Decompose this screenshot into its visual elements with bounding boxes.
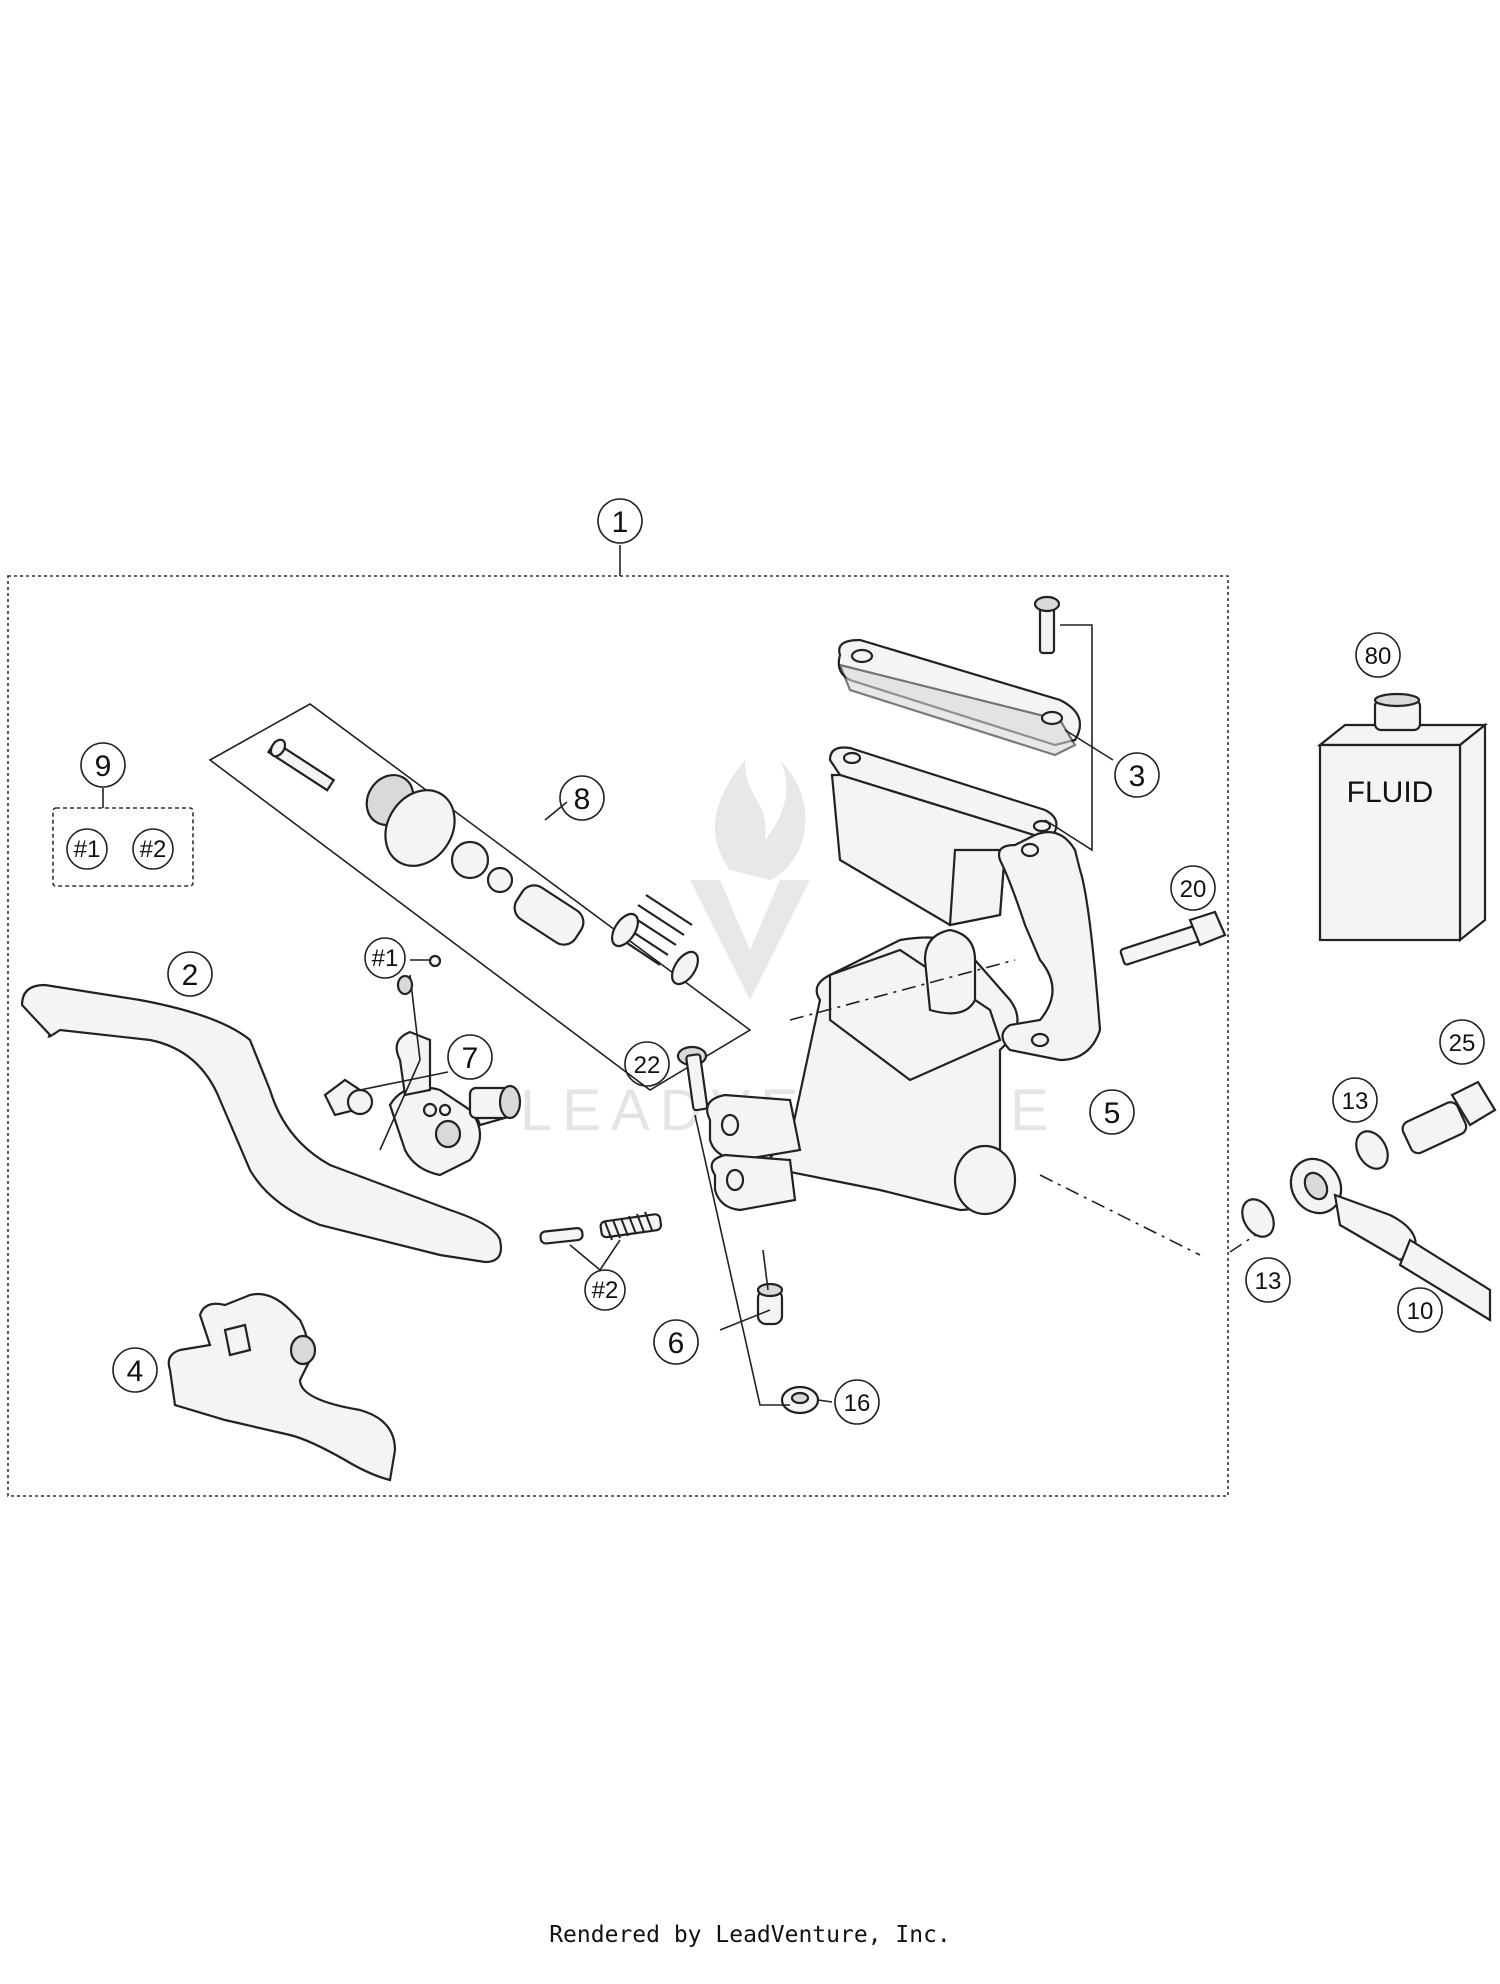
svg-text:4: 4 [127,1355,144,1388]
bushing-6 [756,1282,784,1326]
callout-13-upper: 13 [1332,1077,1378,1123]
callout-1: 1 [597,498,643,544]
callout-5: 5 [1089,1089,1135,1135]
fluid-bottle: FLUID [1316,692,1489,943]
svg-text:#1: #1 [74,836,101,863]
brake-lever [20,983,503,1264]
svg-text:2: 2 [182,959,199,992]
reservoir-cover [828,595,1082,927]
callout-8: 8 [559,775,605,821]
callout-kit-2: #2 [132,828,174,870]
callout-2: 2 [167,951,213,997]
callout-3: 3 [1114,752,1160,798]
screw-22 [676,1045,709,1112]
callout-16: 16 [834,1379,880,1425]
assembly-frame [7,575,1229,1497]
svg-text:13: 13 [1342,1088,1369,1115]
callout-20: 20 [1170,865,1216,911]
footer-credit: Rendered by LeadVenture, Inc. [549,1922,951,1948]
callout-25: 25 [1439,1019,1485,1065]
svg-text:9: 9 [95,750,112,783]
svg-text:8: 8 [574,783,591,816]
callout-4: 4 [112,1347,158,1393]
kit-9-box [52,807,194,887]
svg-text:5: 5 [1104,1097,1121,1130]
fluid-label: FLUID [1347,776,1434,809]
callout-80: 80 [1355,632,1401,678]
svg-text:#1: #1 [372,945,399,972]
svg-text:22: 22 [634,1052,661,1079]
lever-guard [167,1292,397,1482]
svg-text:10: 10 [1407,1298,1434,1325]
callout-9: 9 [80,742,126,788]
svg-text:#2: #2 [140,836,167,863]
brake-line [1241,1080,1497,1322]
pin-spring [539,1211,663,1245]
svg-text:7: 7 [462,1042,479,1075]
master-cylinder-body [706,928,1019,1216]
bolt-20 [1119,910,1227,966]
svg-text:80: 80 [1365,643,1392,670]
svg-text:25: 25 [1449,1030,1476,1057]
callout-7: 7 [447,1034,493,1080]
svg-text:#2: #2 [592,1277,619,1304]
callout-13-lower: 13 [1245,1257,1291,1303]
callout-22: 22 [624,1041,670,1087]
nut-16 [780,1385,820,1415]
callout-6: 6 [653,1319,699,1365]
svg-text:3: 3 [1129,760,1146,793]
svg-text:1: 1 [612,506,629,539]
svg-text:6: 6 [668,1327,685,1360]
svg-text:20: 20 [1180,876,1207,903]
callout-kit-1: #1 [66,828,108,870]
callout-1-small: #1 [364,937,406,979]
piston-kit [208,703,752,1091]
callout-10: 10 [1397,1287,1443,1333]
svg-text:13: 13 [1255,1268,1282,1295]
svg-text:16: 16 [844,1390,871,1417]
callout-2-small: #2 [584,1269,626,1311]
clamp [997,831,1102,1062]
